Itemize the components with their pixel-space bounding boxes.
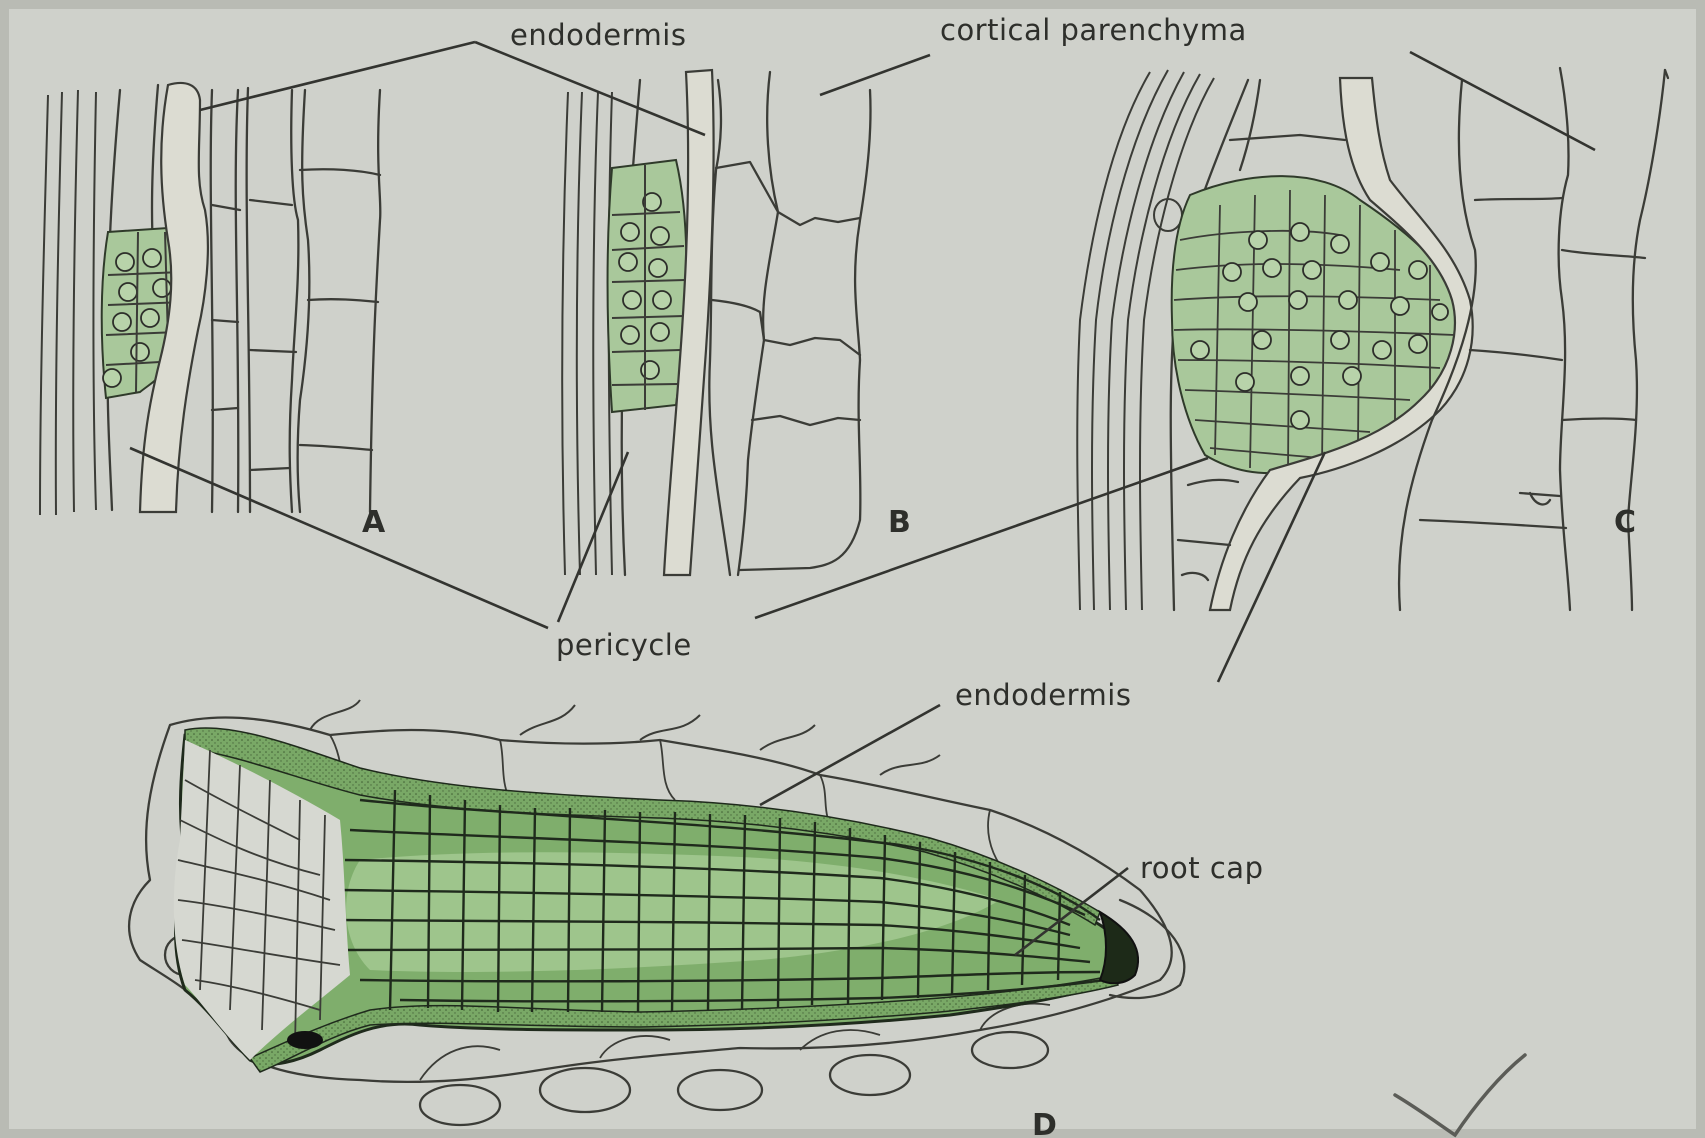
panel-label-a: A: [362, 505, 386, 540]
panel-label-b: B: [888, 505, 911, 540]
label-endodermis-top: endodermis: [510, 18, 686, 52]
label-endodermis-bottom: endodermis: [955, 678, 1131, 712]
panel-label-d: D: [1032, 1108, 1057, 1138]
label-cortical-parenchyma: cortical parenchyma: [940, 13, 1247, 47]
panel-d-dark-cell-left: [287, 1031, 323, 1049]
label-pericycle: pericycle: [556, 628, 692, 662]
panel-label-c: C: [1614, 505, 1636, 540]
label-root-cap: root cap: [1140, 851, 1263, 885]
